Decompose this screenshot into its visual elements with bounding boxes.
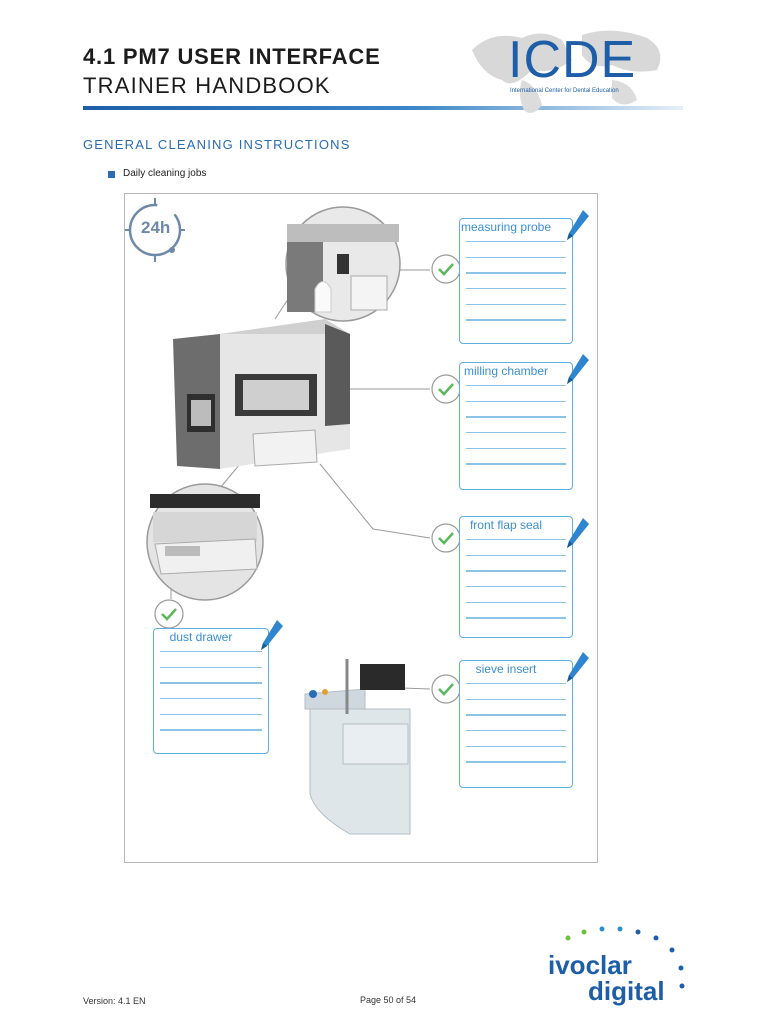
check-icon-front-flap-seal [431,523,461,553]
drawer-zoom-illustration [146,483,264,601]
icde-logo: ICDE [508,31,637,89]
pencil-icon [567,210,589,240]
pencil-icon [567,354,589,384]
milling-machine-illustration [173,319,350,469]
page-title: 4.1 PM7 USER INTERFACE [83,44,381,69]
card-measuring-probe: measuring probe [459,218,573,344]
writing-lines [466,241,566,335]
writing-lines [466,385,566,479]
card-label: front flap seal [469,518,543,532]
probe-zoom-illustration [285,206,401,322]
card-label: dust drawer [169,630,233,644]
cleaning-figure: 24h measuring probe milling chamber fron… [124,193,598,863]
bullet-square-icon [108,171,115,178]
check-icon-dust-drawer [154,599,184,629]
writing-lines [466,539,566,633]
section-heading: GENERAL CLEANING INSTRUCTIONS [83,137,351,152]
clock-icon [125,198,185,262]
pencil-icon [567,518,589,548]
ivoclar-logo-line1: ivoclar [548,950,632,980]
check-icon-milling-chamber [431,374,461,404]
pencil-icon [261,620,283,650]
card-front-flap-seal: front flap seal [459,516,573,638]
icde-logo-subtext: International Center for Dental Educatio… [510,88,619,94]
ivoclar-logo-line2: digital [588,976,665,1006]
clock-label: 24h [141,218,171,237]
check-icon-measuring-probe [431,254,461,284]
bullet-text: Daily cleaning jobs [123,168,207,179]
card-milling-chamber: milling chamber [459,362,573,490]
footer-page-number: Page 50 of 54 [360,995,417,1005]
check-icon-sieve-insert [431,674,461,704]
page-subtitle: TRAINER HANDBOOK [83,73,331,98]
writing-lines [466,683,566,777]
figure-illustration [125,198,431,835]
writing-lines [160,651,262,745]
card-sieve-insert: sieve insert [459,660,573,788]
header-divider [83,106,683,110]
card-dust-drawer: dust drawer [153,628,269,754]
sieve-tank-illustration [304,659,411,835]
world-map-icon [472,30,661,114]
card-label: measuring probe [460,220,552,234]
card-label: milling chamber [463,364,549,378]
card-label: sieve insert [475,662,537,676]
ivoclar-dots-icon [565,926,685,989]
pencil-icon [567,652,589,682]
footer-version: Version: 4.1 EN [83,996,146,1006]
